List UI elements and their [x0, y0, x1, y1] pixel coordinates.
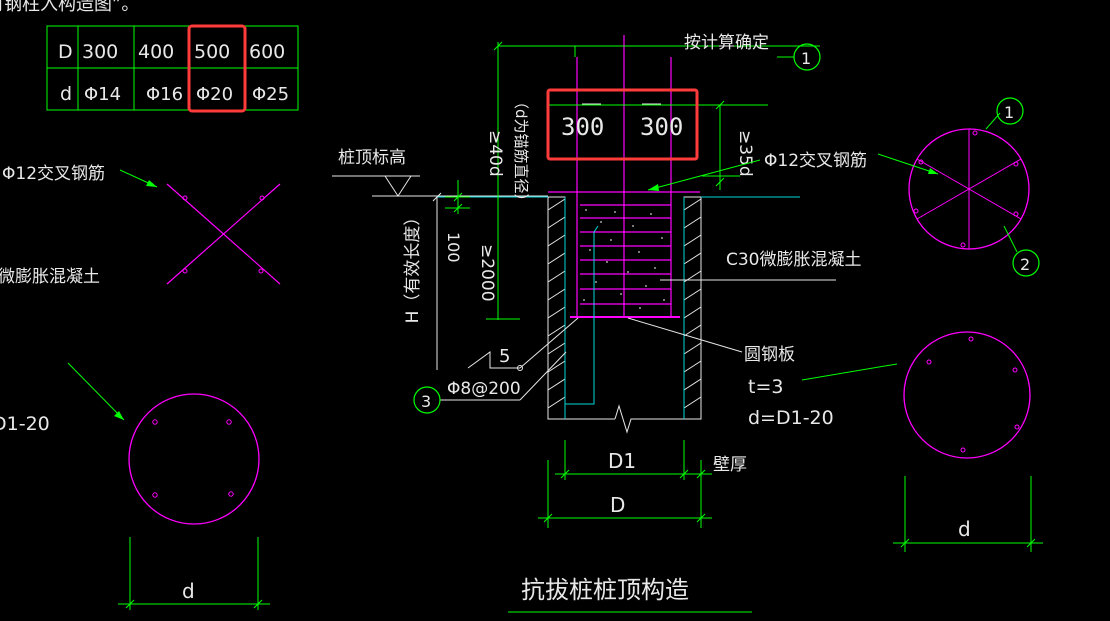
spacing-highlight-box: [546, 88, 699, 161]
cross-rebar-label: Φ12交叉钢筋: [2, 164, 105, 184]
table-cell: Φ16: [146, 84, 183, 105]
pile-top-elevation-label: 桩顶标高: [338, 148, 406, 168]
callout-marker: [996, 97, 1024, 125]
anchor-note-label: （d为锚筋直径）: [512, 94, 530, 209]
right-rebar-plan-detail: 1 2: [877, 97, 1040, 277]
calc-determined-label: 按计算确定: [684, 33, 769, 53]
table-cell: 500: [194, 41, 230, 63]
dim-2000: ≥2000: [477, 244, 497, 302]
table-cell: Φ14: [84, 84, 121, 105]
table-row-label-D: D: [58, 41, 73, 63]
left-cross-rebar-detail: Φ12交叉钢筋 微膨胀混凝土: [0, 164, 281, 287]
dim-d-right: d: [958, 517, 971, 541]
spacing-right: 300: [640, 113, 683, 141]
table-cell: 400: [138, 41, 174, 63]
table-cell: 600: [249, 41, 285, 63]
effective-length-label: H（有效长度）: [403, 209, 423, 324]
weld-size: 5: [499, 346, 510, 367]
left-steel-plate-detail: D1-20 d: [0, 362, 270, 610]
header-fragment: 柱时钢柱入构造图”。: [0, 0, 139, 15]
table-cell: Φ25: [252, 84, 289, 105]
table-highlight-box: [187, 24, 247, 113]
callout-marker-number: 2: [1020, 255, 1030, 274]
c30-concrete-label: C30微膨胀混凝土: [726, 250, 862, 270]
right-plate-detail: d: [893, 331, 1043, 552]
dim-d-left: d: [182, 579, 195, 603]
callout-marker-number: 3: [421, 392, 431, 411]
plate-thickness: t=3: [748, 376, 783, 398]
table-cell: Φ20: [196, 84, 233, 105]
dim-D1: D1: [608, 449, 636, 473]
dim-D: D: [610, 493, 625, 517]
spacing-left: 300: [561, 113, 604, 141]
dim-wall-thickness: 壁厚: [713, 455, 747, 475]
anchor-length-label: ≥40d: [485, 130, 505, 177]
plate-diameter-label: D1-20: [0, 413, 50, 435]
pile-top-section: 桩顶标高 按计算确定 1 300 300 ≥40d （d为锚筋直径）: [332, 33, 898, 613]
callout-marker: [1012, 249, 1040, 277]
table-row-label-d: d: [60, 83, 72, 105]
steel-plate-title: 圆钢板: [744, 345, 795, 365]
callout-marker: [413, 386, 441, 414]
plate-diameter: d=D1-20: [748, 407, 834, 429]
len-35d-label: ≥35d: [735, 130, 755, 177]
callout-marker-number: 1: [801, 49, 811, 68]
table-cell: 300: [82, 41, 118, 63]
drawing-title: 抗拔桩桩顶构造: [521, 576, 689, 604]
concrete-label: 微膨胀混凝土: [0, 267, 100, 287]
cross-rebar-label-section: Φ12交叉钢筋: [764, 151, 867, 171]
rebar-spec-table: D 300 400 500 600 d Φ14 Φ16 Φ20 Φ25: [46, 24, 299, 113]
callout-marker-number: 1: [1004, 103, 1014, 122]
dim-100: 100: [444, 232, 463, 263]
stirrup-label: Φ8@200: [447, 379, 521, 399]
